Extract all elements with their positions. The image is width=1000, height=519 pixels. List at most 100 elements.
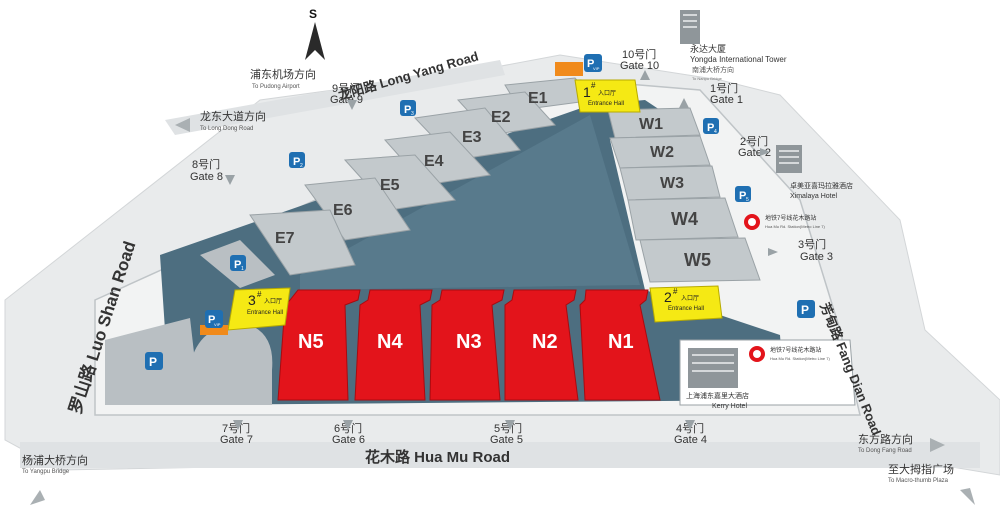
hall-group-north xyxy=(277,289,661,401)
parking-icon-vip-north: P VIP xyxy=(584,54,602,72)
metro-station-2-en: Hua Mu Rd. Station(Metro Line 7) xyxy=(770,356,830,361)
arrow-icon xyxy=(760,148,770,156)
gate-1-cn: 1号门 xyxy=(710,81,738,95)
direction-nanpu-en: To Nanpu Bridge xyxy=(692,76,723,81)
hall-e7-label: E7 xyxy=(275,230,295,247)
hall-n4-label: N4 xyxy=(377,331,403,353)
hall-w1-shape xyxy=(607,107,701,139)
direction-macro-thumb-en: To Macro-thumb Plaza xyxy=(888,478,949,484)
parking-icon-5-letter: P xyxy=(739,190,746,202)
parking-icon-5: P 5 xyxy=(735,186,751,203)
building-kerry-en: Kerry Hotel xyxy=(712,403,747,410)
direction-pudong-airport: 浦东机场方向 To Pudong Airport xyxy=(250,67,316,90)
hall-w5-label: W5 xyxy=(684,250,711,270)
parking-icon-vip-north-letter: P xyxy=(587,58,594,70)
metro-station-2: 地铁7号线花木路站 Hua Mu Rd. Station(Metro Line … xyxy=(749,346,830,362)
hall-w1-label: W1 xyxy=(639,116,663,133)
hua-mu-road xyxy=(20,442,980,468)
direction-long-dong-en: To Long Dong Road xyxy=(200,126,253,132)
entrance-hall-2-shape xyxy=(649,285,723,323)
hall-n1-label: N1 xyxy=(608,331,634,353)
parking-lot-southwest xyxy=(190,324,273,405)
direction-pudong-airport-cn: 浦东机场方向 xyxy=(250,67,316,81)
arrow-icon xyxy=(225,175,235,185)
parking-icon-3: P 3 xyxy=(400,100,416,117)
parking-icon-3-num: 3 xyxy=(411,111,414,117)
building-icon xyxy=(692,362,734,364)
gate-5: 5号门 Gate 5 xyxy=(490,421,523,446)
gate-3-cn: 3号门 xyxy=(798,237,826,251)
hall-n3-shape xyxy=(429,289,505,401)
hall-e7-shape xyxy=(249,209,356,276)
entrance-hall-1-cn: 入口厅 xyxy=(598,90,616,97)
entrance-hall-1-num: 1 xyxy=(583,84,591,100)
parking-icon-4-bg xyxy=(703,118,719,134)
entrance-hall-3-num: 3 xyxy=(248,292,256,308)
entrance-hall-1-sup: # xyxy=(591,81,596,90)
entrance-hall-3-sup: # xyxy=(257,290,262,299)
metro-station-1-en: Hua Mu Rd. Station(Metro Line 7) xyxy=(765,224,825,229)
hall-group-west xyxy=(607,107,761,283)
parking-icon-4: P 4 xyxy=(703,118,719,135)
parking-icon-5-num: 5 xyxy=(746,197,749,203)
gate-3-en: Gate 3 xyxy=(800,251,833,263)
entrance-hall-3-shape xyxy=(227,287,291,331)
gate-10-cn: 10号门 xyxy=(622,47,656,61)
long-yang-road xyxy=(165,60,505,135)
road-name-hua-mu: 花木路 Hua Mu Road xyxy=(365,448,510,466)
parking-icon-fang-dian: P xyxy=(797,300,815,318)
direction-long-dong: 龙东大道方向 To Long Dong Road xyxy=(175,109,266,132)
gate-6-en: Gate 6 xyxy=(332,434,365,446)
parking-icon-vip-west-tag: VIP xyxy=(214,322,221,327)
parking-icon-vip-north-bg xyxy=(584,54,602,72)
arrow-icon xyxy=(640,70,650,80)
vip-marker-north xyxy=(555,62,583,76)
parking-icon-1-letter: P xyxy=(234,259,241,271)
gate-4-en: Gate 4 xyxy=(674,434,707,446)
direction-macro-thumb: 至大拇指广场 To Macro-thumb Plaza xyxy=(888,462,975,505)
gate-3: 3号门 Gate 3 xyxy=(798,237,833,263)
arrow-icon xyxy=(685,420,695,430)
entrance-hall-2-en: Entrance Hall xyxy=(668,306,704,312)
gate-9-en: Gate 9 xyxy=(330,94,363,106)
parking-icon-west-bg xyxy=(145,352,163,370)
arrow-icon xyxy=(930,438,945,452)
metro-station-1-cn: 地铁7号线花木路站 xyxy=(765,214,816,222)
gate-2: 2号门 Gate 2 xyxy=(738,134,771,159)
parking-icon-3-letter: P xyxy=(404,104,411,116)
hall-n4-shape xyxy=(354,289,433,401)
hall-n5-label: N5 xyxy=(298,331,324,353)
hall-n1-shape xyxy=(579,289,661,401)
building-icon xyxy=(692,354,734,356)
compass-needle xyxy=(305,22,325,60)
hall-e6-label: E6 xyxy=(333,202,353,219)
direction-yangpu-cn: 杨浦大桥方向 xyxy=(22,453,88,467)
parking-icon-vip-west: P VIP xyxy=(205,310,223,328)
hall-e5-label: E5 xyxy=(380,177,400,194)
building-yongda-cn: 永达大厦 xyxy=(690,43,726,54)
gate-8-cn: 8号门 xyxy=(192,157,220,171)
building-icon xyxy=(776,145,802,173)
parking-icon-fang-dian-bg xyxy=(797,300,815,318)
entrance-hall-2-cn: 入口厅 xyxy=(681,295,699,302)
entrance-hall-3-en: Entrance Hall xyxy=(247,310,283,316)
parking-icon-vip-west-bg xyxy=(205,310,223,328)
hall-e1-label: E1 xyxy=(528,90,548,107)
hall-group-east xyxy=(249,77,597,276)
metro-icon-inner xyxy=(753,350,761,358)
central-plaza-core xyxy=(300,115,640,290)
building-icon xyxy=(692,370,734,372)
arrow-icon xyxy=(343,420,353,430)
compass: S xyxy=(305,7,325,60)
building-ximalaya: 卓美亚喜玛拉雅酒店 Ximalaya Hotel xyxy=(776,145,853,200)
hall-w3-label: W3 xyxy=(660,175,684,192)
vip-marker-west xyxy=(200,325,228,335)
parking-icon-vip-west-letter: P xyxy=(208,314,215,326)
entrance-hall-1: 1 # 入口厅 Entrance Hall xyxy=(583,81,624,107)
building-icon xyxy=(779,150,799,152)
arrow-icon xyxy=(233,420,243,430)
building-icon xyxy=(779,156,799,158)
direction-nanpu-cn: 南浦大桥方向 xyxy=(692,65,734,74)
hall-w3-shape xyxy=(619,165,721,201)
gate-10: 10号门 Gate 10 xyxy=(620,47,659,72)
